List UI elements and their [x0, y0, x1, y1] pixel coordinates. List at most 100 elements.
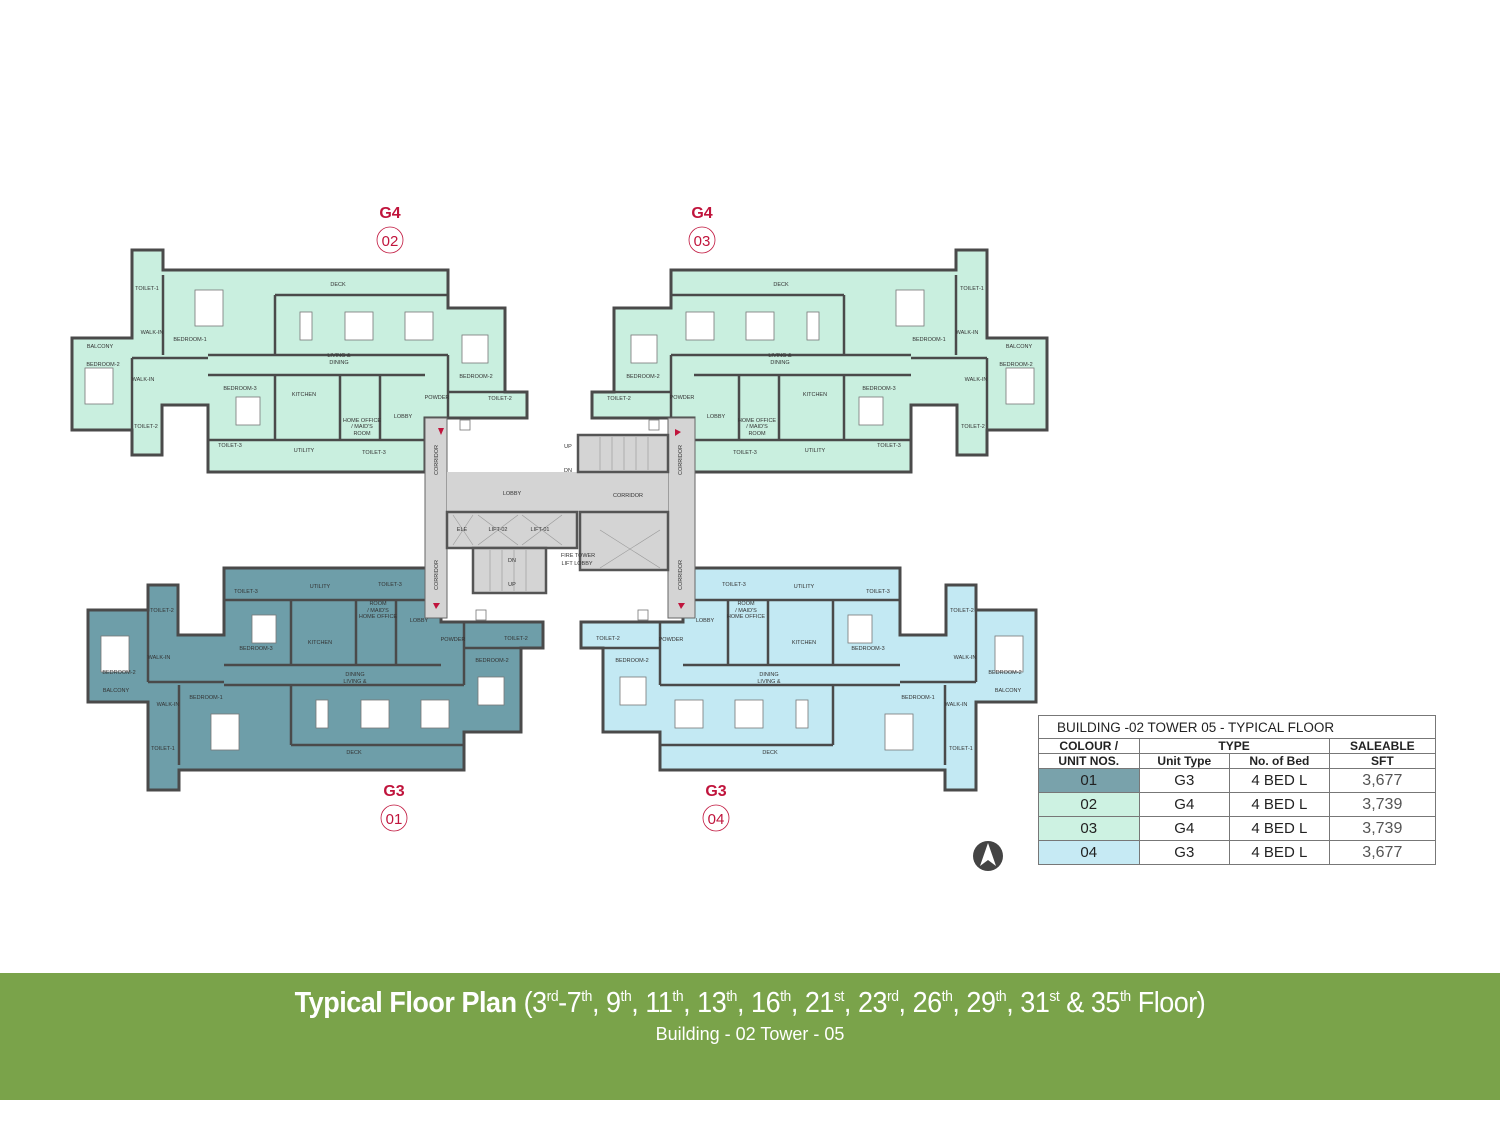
room-label: WALK-IN	[954, 655, 977, 661]
room-label: DINING	[329, 360, 348, 366]
room-label: TOILET-2	[504, 636, 528, 642]
unit-number-label: 04	[708, 811, 725, 828]
header-saleable: SALEABLE	[1328, 738, 1437, 754]
room-label: UTILITY	[294, 448, 315, 454]
room-label: BEDROOM-3	[239, 646, 272, 652]
unit-outline	[70, 248, 529, 474]
unit-type-label: G4	[379, 205, 400, 222]
room-label: BEDROOM-2	[459, 374, 492, 380]
room-label: WALK-IN	[945, 702, 968, 708]
room-label: BALCONY	[995, 688, 1022, 694]
room-label: ROOM	[748, 431, 766, 437]
floor-item: 16th,	[751, 987, 805, 1019]
room-label: LIVING &	[757, 679, 781, 685]
unit-04: DECKTOILET-1WALK-INBEDROOM-1BALCONYBEDRO…	[579, 566, 1038, 792]
room-label: DINING	[759, 672, 778, 678]
unit-number-circle	[376, 226, 404, 254]
unit-no: 02	[1038, 792, 1140, 817]
furniture	[630, 334, 658, 364]
room-label: BEDROOM-3	[862, 386, 895, 392]
unit-number-circle	[688, 226, 716, 254]
unit-no: 03	[1038, 816, 1140, 841]
room-label: BEDROOM-2	[102, 670, 135, 676]
room-label: LOBBY	[394, 414, 413, 420]
room-label: KITCHEN	[803, 392, 827, 398]
room-label: TOILET-3	[378, 582, 402, 588]
room-label: TOILET-3	[234, 589, 258, 595]
furniture	[100, 635, 130, 673]
arrow-icon	[438, 428, 444, 435]
lift-lobby-label: LIFT LOBBY	[561, 561, 592, 567]
room-label: BEDROOM-2	[615, 658, 648, 664]
unit-number-circle	[702, 804, 730, 832]
unit-number-label: 02	[382, 233, 399, 250]
room-label: POWDER	[441, 637, 466, 643]
room-label: WALK-IN	[132, 377, 155, 383]
header-type: TYPE	[1138, 738, 1330, 754]
floor-item: 23rd,	[857, 987, 913, 1019]
unit-number-label: 03	[694, 233, 711, 250]
furniture	[344, 311, 374, 341]
furniture	[895, 289, 925, 327]
unit-no: 01	[1038, 768, 1140, 793]
room-label: TOILET-3	[362, 450, 386, 456]
room-label: WALK-IN	[141, 330, 164, 336]
no-of-bed: 4 BED L	[1229, 792, 1330, 817]
unit-area-table: BUILDING -02 TOWER 05 - TYPICAL FLOOR CO…	[1038, 715, 1437, 865]
room-label: HOME OFFICE	[738, 418, 777, 424]
furniture	[648, 419, 660, 431]
unit-outline	[86, 566, 545, 792]
room-label: ROOM	[353, 431, 371, 437]
room-label: LOBBY	[707, 414, 726, 420]
room-label: UTILITY	[794, 584, 815, 590]
saleable-sft: 3,677	[1328, 840, 1437, 865]
room-label: BEDROOM-1	[189, 695, 222, 701]
room-label: LIVING &	[768, 353, 792, 359]
room-label: WALK-IN	[956, 330, 979, 336]
lift-02-label: LIFT-02	[489, 527, 508, 533]
furniture	[1005, 367, 1035, 405]
unit-02: DECKTOILET-1WALK-INBEDROOM-1BALCONYBEDRO…	[70, 248, 529, 474]
room-label: DINING	[770, 360, 789, 366]
lobby-label: LOBBY	[503, 491, 522, 497]
saleable-sft: 3,739	[1328, 816, 1437, 841]
floor-item: 11th,	[645, 987, 698, 1019]
unit-type: G3	[1138, 768, 1231, 793]
furniture	[994, 635, 1024, 673]
room-label: BEDROOM-3	[851, 646, 884, 652]
furniture	[194, 289, 224, 327]
furniture	[477, 676, 505, 706]
room-label: BALCONY	[103, 688, 130, 694]
unit-01: DECKTOILET-1WALK-INBEDROOM-1BALCONYBEDRO…	[86, 566, 545, 792]
header-no-of-bed: No. of Bed	[1229, 753, 1330, 769]
floor-item: 9th,	[606, 987, 646, 1019]
room-label: TOILET-2	[596, 636, 620, 642]
room-label: WALK-IN	[965, 377, 988, 383]
room-label: BEDROOM-2	[999, 362, 1032, 368]
furniture	[745, 311, 775, 341]
room-label: HOME OFFICE	[359, 614, 398, 620]
room-label: TOILET-2	[607, 396, 631, 402]
room-label: TOILET-1	[960, 286, 984, 292]
arrow-icon	[675, 429, 681, 436]
room-label: DECK	[330, 282, 346, 288]
room-label: HOME OFFICE	[727, 614, 766, 620]
room-label: HOME OFFICE	[343, 418, 382, 424]
corridor-label: CORRIDOR	[434, 445, 440, 475]
room-label: UTILITY	[805, 448, 826, 454]
furniture	[459, 419, 471, 431]
furniture	[637, 609, 649, 621]
room-label: TOILET-2	[950, 608, 974, 614]
room-label: POWDER	[659, 637, 684, 643]
room-label: BEDROOM-1	[912, 337, 945, 343]
furniture	[674, 699, 704, 729]
furniture	[858, 396, 884, 426]
header-sft: SFT	[1328, 753, 1437, 769]
unit-type: G4	[1138, 792, 1231, 817]
room-label: POWDER	[670, 395, 695, 401]
room-label: TOILET-1	[135, 286, 159, 292]
saleable-sft: 3,677	[1328, 768, 1437, 793]
